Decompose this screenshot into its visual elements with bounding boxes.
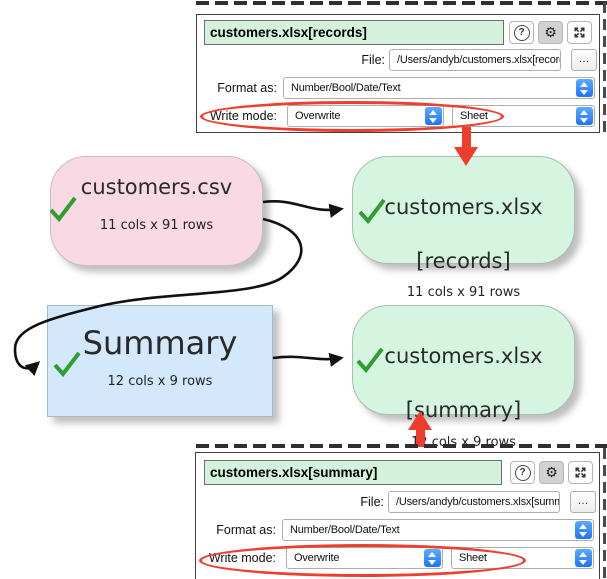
edge-summary-to-xlsx-summary	[272, 352, 344, 367]
expand-button[interactable]	[568, 461, 593, 484]
node-title: customers.xlsx [summary]	[384, 344, 543, 422]
question-mark-icon: ?	[513, 24, 530, 41]
settings-button[interactable]: ⚙	[538, 21, 563, 44]
node-title: customers.csv	[80, 175, 233, 199]
torn-edge	[196, 444, 607, 448]
panel-title: customers.xlsx[records]	[204, 20, 504, 45]
question-mark-icon: ?	[514, 464, 531, 481]
node-stats: 11 cols x 91 rows	[406, 285, 521, 300]
torn-edge	[196, 1, 607, 5]
chevron-updown-icon	[575, 521, 592, 539]
node-title: Summary	[82, 324, 238, 362]
highlight-ellipse-write-mode-summary	[199, 544, 526, 577]
torn-edge	[603, 2, 606, 133]
node-stats: 11 cols x 91 rows	[99, 218, 214, 233]
expand-arrows-icon	[575, 467, 586, 478]
settings-button[interactable]: ⚙	[539, 461, 564, 484]
success-check-icon	[49, 196, 77, 223]
format-as-label: Format as:	[216, 523, 276, 537]
browse-button[interactable]: …	[571, 49, 597, 71]
node-customers-xlsx-summary[interactable]: customers.xlsx [summary] 12 cols x 9 row…	[352, 305, 575, 450]
file-label: File:	[360, 495, 384, 509]
node-customers-xlsx-records[interactable]: customers.xlsx [records] 11 cols x 91 ro…	[352, 156, 575, 300]
help-button[interactable]: ?	[510, 461, 535, 484]
gear-icon: ⚙	[545, 464, 558, 481]
chevron-updown-icon	[576, 107, 593, 125]
format-as-label: Format as:	[217, 81, 277, 95]
format-as-select[interactable]: Number/Bool/Date/Text	[282, 519, 594, 541]
node-summary-transform[interactable]: Summary 12 cols x 9 rows	[47, 305, 273, 417]
highlight-ellipse-write-mode-records	[200, 101, 504, 132]
panel-title: customers.xlsx[summary]	[204, 460, 502, 485]
file-label: File:	[361, 53, 385, 67]
expand-button[interactable]	[567, 21, 592, 44]
node-title: customers.xlsx [records]	[384, 195, 543, 273]
gear-icon: ⚙	[544, 24, 557, 41]
format-as-value: Number/Bool/Date/Text	[291, 82, 401, 94]
format-as-value: Number/Bool/Date/Text	[290, 524, 400, 536]
success-check-icon	[53, 351, 81, 378]
success-check-icon	[358, 198, 386, 225]
browse-button[interactable]: …	[570, 491, 596, 513]
file-input[interactable]: /Users/andyb/customers.xlsx[summary]	[388, 491, 560, 513]
help-button[interactable]: ?	[509, 21, 534, 44]
torn-edge	[603, 448, 606, 579]
edge-csv-to-records	[262, 200, 344, 218]
format-as-select[interactable]: Number/Bool/Date/Text	[283, 77, 595, 99]
node-customers-csv[interactable]: customers.csv 11 cols x 91 rows	[49, 156, 263, 266]
chevron-updown-icon	[575, 549, 592, 567]
chevron-updown-icon	[576, 79, 593, 97]
file-input[interactable]: /Users/andyb/customers.xlsx[records]	[389, 49, 561, 71]
node-stats: 12 cols x 9 rows	[107, 374, 213, 389]
success-check-icon	[356, 347, 384, 374]
expand-arrows-icon	[574, 27, 585, 38]
